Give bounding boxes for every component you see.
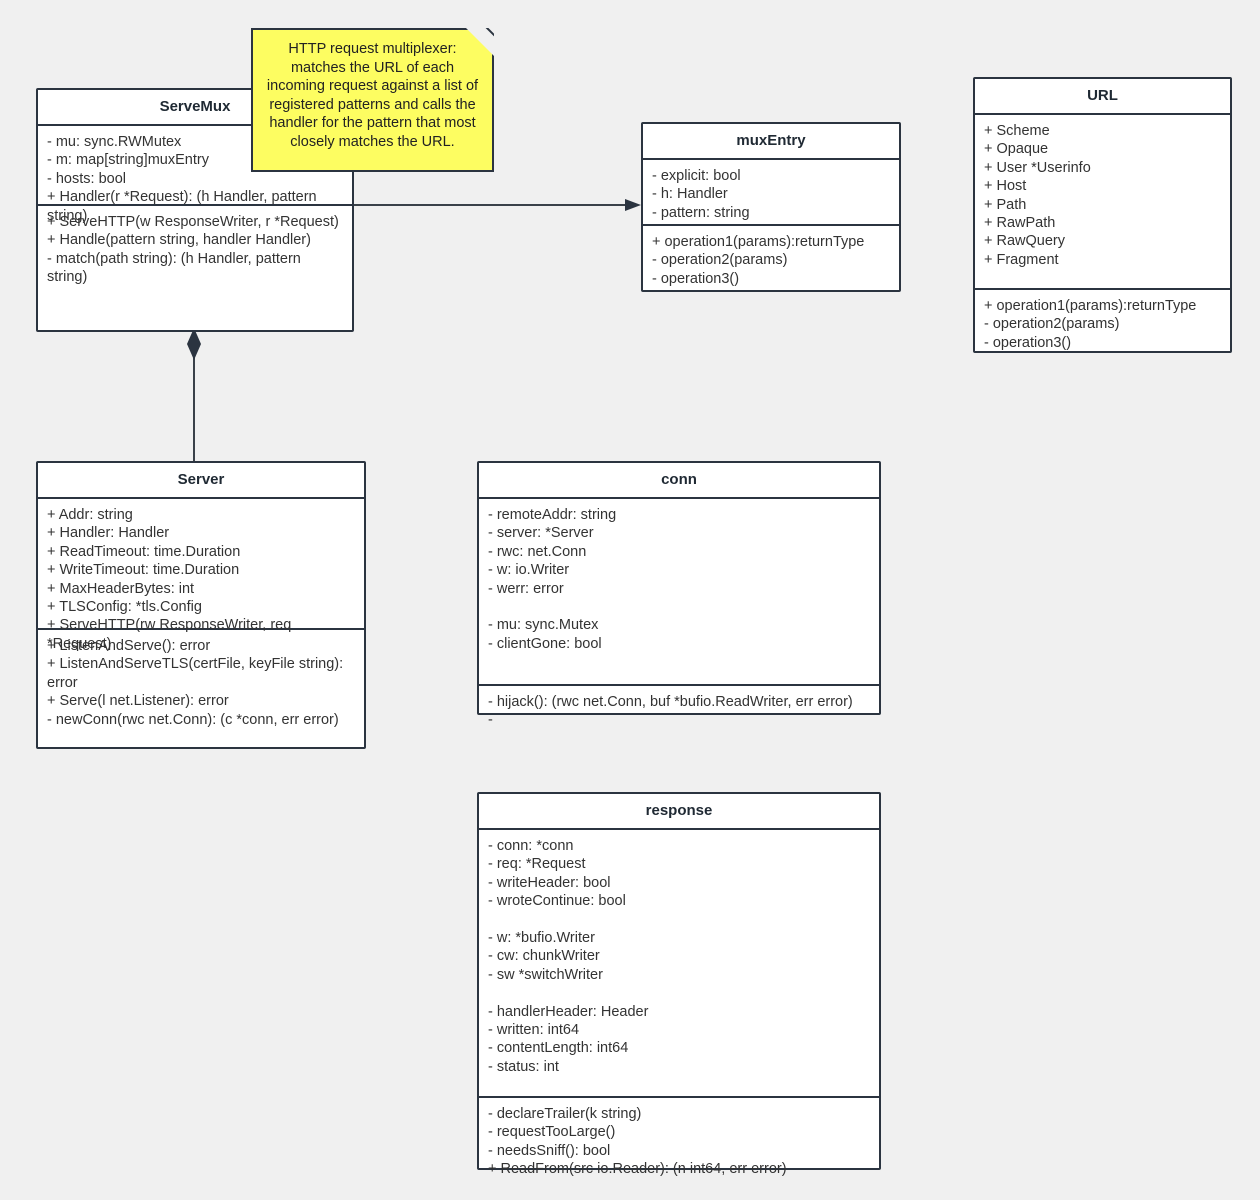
method-row: + Serve(l net.Listener): error [47, 693, 229, 710]
association-servemux-muxentry [354, 199, 641, 211]
method-row: + ReadFrom(src io.Reader): (n int64, err… [488, 1161, 787, 1178]
attribute-row-spacer [488, 911, 870, 929]
attribute-row: - server: *Server [488, 525, 594, 542]
method-row: - hijack(): (rwc net.Conn, buf *bufio.Re… [488, 694, 853, 710]
class-attributes-servemux: - mu: sync.RWMutex - m: map[string]muxEn… [38, 126, 352, 224]
attribute-row: + TLSConfig: *tls.Config [47, 599, 202, 616]
class-attributes-response: - conn: *conn - req: *Request - writeHea… [479, 830, 879, 1096]
attribute-row: - conn: *conn [488, 838, 574, 854]
attribute-row: + Handler(r *Request): (h Handler, patte… [47, 189, 317, 224]
attribute-row-spacer [488, 984, 870, 1002]
attribute-row: - rwc: net.Conn [488, 543, 587, 560]
class-title-muxentry: muxEntry [643, 124, 899, 160]
note-servemux-description: HTTP request multiplexer: matches the UR… [251, 28, 494, 172]
method-row: - operation3() [652, 270, 740, 287]
attribute-row: - sw *switchWriter [488, 966, 603, 983]
attribute-row: - clientGone: bool [488, 635, 602, 652]
attribute-row: - cw: chunkWriter [488, 948, 600, 965]
attribute-row: - remoteAddr: string [488, 507, 617, 523]
class-title-conn: conn [479, 463, 879, 499]
attribute-row: + Addr: string [47, 507, 133, 523]
class-attributes-server: + Addr: string + Handler: Handler + Read… [38, 499, 364, 652]
attribute-row: - mu: sync.RWMutex [47, 134, 182, 150]
method-row: - needsSniff(): bool [488, 1142, 611, 1159]
attribute-row: - mu: sync.Mutex [488, 617, 599, 634]
attribute-row: - w: io.Writer [488, 562, 570, 579]
attribute-row: + ServeHTTP(rw ResponseWriter, req *Requ… [47, 617, 292, 652]
attribute-row: - contentLength: int64 [488, 1040, 629, 1057]
class-box-muxentry[interactable]: muxEntry - explicit: bool - h: Handler -… [641, 122, 901, 292]
class-methods-response: - declareTrailer(k string) - requestTooL… [479, 1096, 879, 1186]
class-methods-muxentry: + operation1(params):returnType - operat… [643, 224, 899, 295]
attribute-row: - hosts: bool [47, 170, 126, 187]
method-row: - operation2(params) [984, 316, 1120, 333]
attribute-row: - m: map[string]muxEntry [47, 152, 209, 169]
method-row: - operation2(params) [652, 252, 788, 269]
method-row: + ListenAndServeTLS(certFile, keyFile st… [47, 656, 344, 691]
attribute-row: - pattern: string [652, 204, 750, 221]
attribute-row: + RawPath [984, 215, 1056, 232]
note-fold-line-icon [466, 28, 494, 56]
class-methods-conn: - hijack(): (rwc net.Conn, buf *bufio.Re… [479, 684, 879, 731]
method-row: + Handle(pattern string, handler Handler… [47, 232, 311, 249]
note-text: HTTP request multiplexer: matches the UR… [266, 41, 479, 150]
class-methods-servemux: + ServeHTTP(w ResponseWriter, r *Request… [38, 204, 352, 328]
attribute-row: + RawQuery [984, 233, 1065, 250]
class-methods-server: + ListenAndServe(): error + ListenAndSer… [38, 628, 364, 758]
attribute-row: - wroteContinue: bool [488, 893, 626, 910]
attribute-row: + WriteTimeout: time.Duration [47, 562, 240, 579]
attribute-row: - req: *Request [488, 856, 586, 873]
attribute-row: - written: int64 [488, 1022, 580, 1039]
method-row: - operation3() [984, 334, 1072, 351]
attribute-row: + Host [984, 178, 1027, 195]
attribute-row: - status: int [488, 1058, 559, 1075]
attribute-row: - h: Handler [652, 186, 728, 203]
composition-servemux-server [187, 328, 201, 461]
method-row: - newConn(rwc net.Conn): (c *conn, err e… [47, 711, 339, 728]
attribute-row: + Opaque [984, 141, 1049, 158]
class-attributes-url: + Scheme + Opaque + User *Userinfo + Hos… [975, 115, 1230, 288]
class-attributes-muxentry: - explicit: bool - h: Handler - pattern:… [643, 160, 899, 224]
attribute-row-spacer [488, 598, 870, 616]
attribute-row: + MaxHeaderBytes: int [47, 580, 195, 597]
attribute-row: - werr: error [488, 580, 564, 597]
method-row: + operation1(params):returnType [652, 234, 865, 250]
class-box-response[interactable]: response - conn: *conn - req: *Request -… [477, 792, 881, 1177]
method-row: - [488, 712, 493, 729]
attribute-row: - explicit: bool [652, 168, 741, 184]
attribute-row: + ReadTimeout: time.Duration [47, 543, 241, 560]
method-row: + operation1(params):returnType [984, 298, 1197, 314]
class-title-server: Server [38, 463, 364, 499]
attribute-row: - w: *bufio.Writer [488, 930, 595, 947]
method-row: - match(path string): (h Handler, patter… [47, 250, 301, 286]
method-row: - declareTrailer(k string) [488, 1106, 642, 1122]
class-box-url[interactable]: URL + Scheme + Opaque + User *Userinfo +… [973, 77, 1232, 353]
attribute-row: + Path [984, 196, 1027, 213]
attribute-row: + Fragment [984, 251, 1059, 268]
class-attributes-conn: - remoteAddr: string - server: *Server -… [479, 499, 879, 684]
attribute-row: + Handler: Handler [47, 525, 170, 542]
class-title-url: URL [975, 79, 1230, 115]
class-box-conn[interactable]: conn - remoteAddr: string - server: *Ser… [477, 461, 881, 728]
attribute-row: + User *Userinfo [984, 159, 1091, 176]
method-row: + ListenAndServe(): error [47, 638, 211, 654]
method-row: - requestTooLarge() [488, 1124, 616, 1141]
attribute-row: - handlerHeader: Header [488, 1003, 649, 1020]
class-title-response: response [479, 794, 879, 830]
attribute-row: + Scheme [984, 123, 1050, 139]
attribute-row: - writeHeader: bool [488, 874, 611, 891]
class-methods-url: + operation1(params):returnType - operat… [975, 288, 1230, 359]
method-row: + ServeHTTP(w ResponseWriter, r *Request… [47, 214, 339, 230]
class-box-server[interactable]: Server + Addr: string + Handler: Handler… [36, 461, 366, 749]
